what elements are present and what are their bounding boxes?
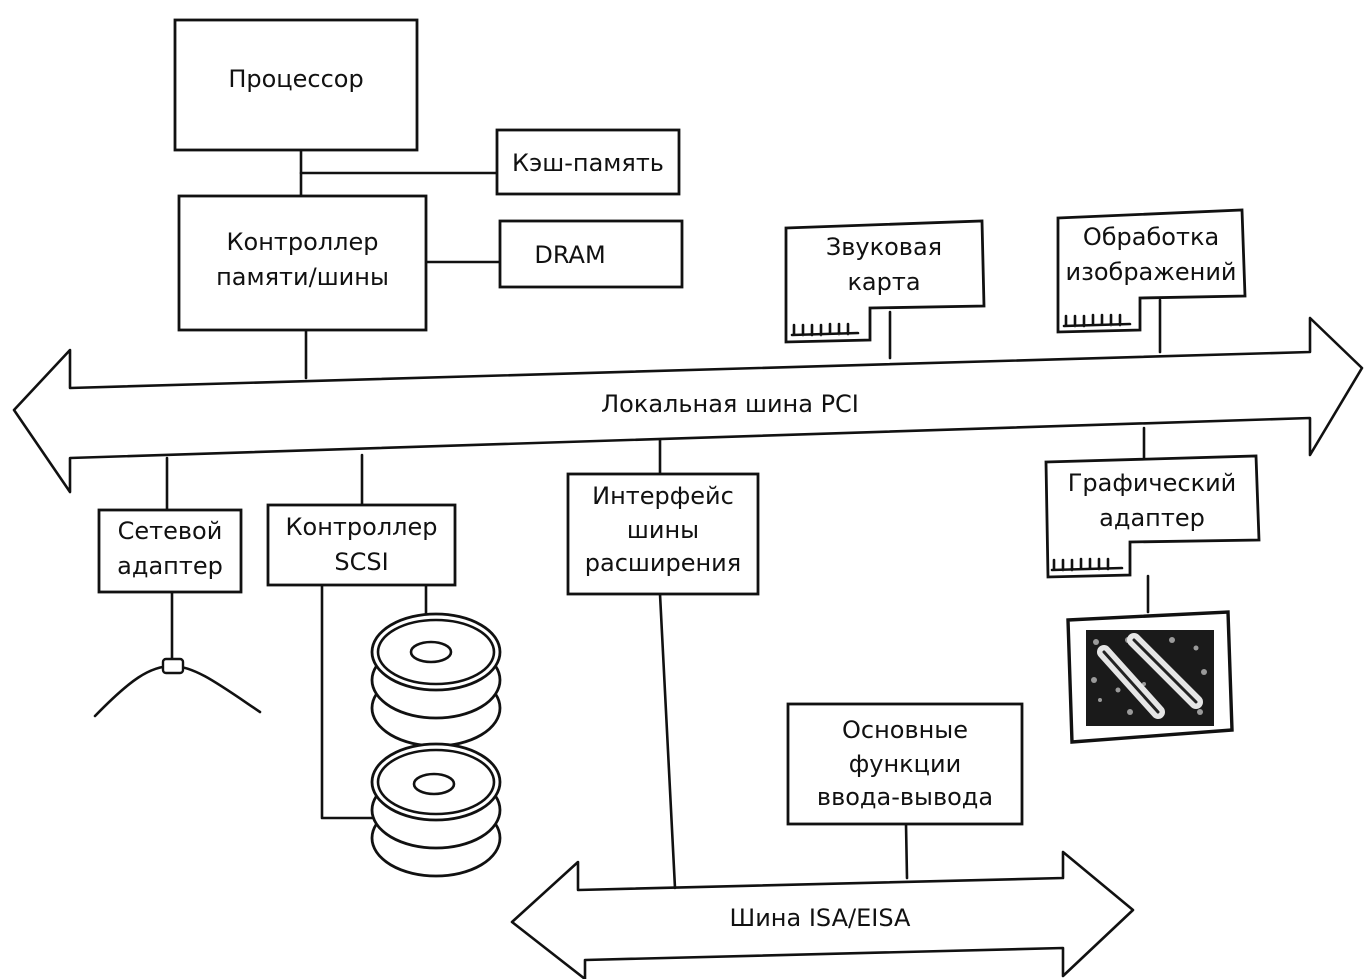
memctrl-label: Контроллер памяти/шины <box>216 228 389 291</box>
isa-bus-label: Шина ISA/EISA <box>729 904 911 932</box>
sound-card-label: Звуковая карта <box>825 233 943 296</box>
card-edge-connectors <box>790 313 1132 572</box>
sound-card-box <box>784 219 986 344</box>
monitor-icon <box>1066 610 1234 744</box>
image-processing-box <box>1056 208 1247 334</box>
graphics-adapter-label: Графический адаптер <box>1067 469 1237 532</box>
cache-box <box>495 128 681 196</box>
net-adapter-label: Сетевой адаптер <box>117 517 223 580</box>
dram-label: DRAM <box>534 241 606 269</box>
graphics-adapter-box <box>1044 454 1261 579</box>
basic-io-label: Основные функции ввода-вывода <box>816 716 994 812</box>
disk-stack-2-icon <box>370 742 502 878</box>
network-cable-tap <box>161 657 185 675</box>
image-processing-label: Обработка изображений <box>1065 223 1237 286</box>
scsi-label: Контроллер SCSI <box>285 513 438 576</box>
basic-io-box <box>786 702 1024 826</box>
expansion-interface-box <box>566 472 760 596</box>
memctrl-box <box>177 194 428 332</box>
disk-stack-1-icon <box>370 612 502 748</box>
pci-bus-arrow <box>12 316 1364 494</box>
scsi-controller-box <box>266 503 457 587</box>
cpu-box <box>173 18 419 152</box>
net-adapter-box <box>97 508 243 594</box>
pci-bus-label: Локальная шина PCI <box>601 390 859 418</box>
cpu-label: Процессор <box>228 65 364 93</box>
cache-label: Кэш-память <box>512 149 664 177</box>
isa-bus-arrow <box>510 850 1135 979</box>
expansion-label: Интерфейс шины расширения <box>584 482 742 578</box>
dram-box <box>498 219 684 289</box>
